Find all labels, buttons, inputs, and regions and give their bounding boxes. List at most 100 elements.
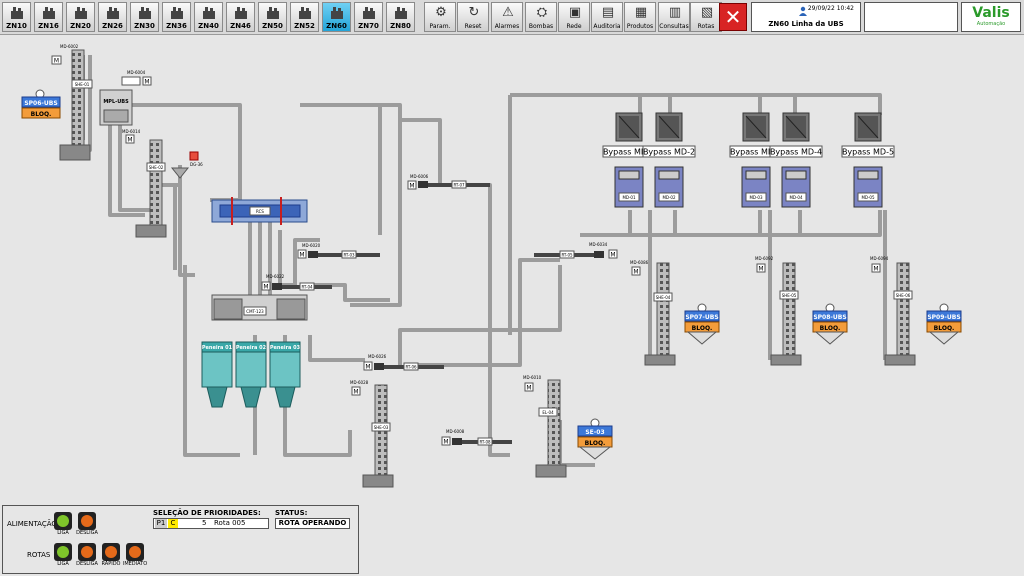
route-rt03[interactable]: MD-6020 M RT-03 (297, 243, 380, 259)
zone-button-zn80[interactable]: ZN80 (386, 2, 415, 32)
silo-se03[interactable]: SE-03 BLOQ. (577, 418, 613, 460)
tool-button-routes[interactable]: ▧Rotas (690, 2, 722, 32)
datetime: 29/09/22 10:42 (807, 5, 854, 12)
elevator-she06[interactable]: SHE-06 MD-6094 M (870, 256, 916, 366)
zone-button-zn30[interactable]: ZN30 (130, 2, 159, 32)
plant-icon (203, 7, 215, 19)
rotas-btns-imediato-button[interactable]: IMEDIATO (123, 543, 147, 567)
sieve-01[interactable]: Peneira 01 (201, 341, 233, 408)
tool-button-query[interactable]: ▥Consultas (658, 2, 690, 32)
tool-button-products[interactable]: ▦Produtos (624, 2, 656, 32)
zone-button-zn46[interactable]: ZN46 (226, 2, 255, 32)
stop-icon (78, 543, 96, 561)
reset-icon: ↻ (468, 5, 480, 20)
zone-button-zn36[interactable]: ZN36 (162, 2, 191, 32)
bypass-md-5[interactable]: Bypass MD-5MD-05 (841, 112, 895, 208)
audit-icon: ▤ (601, 5, 615, 20)
route-rt08[interactable]: MD-6008 M RT-08 (441, 429, 512, 446)
svg-text:MD-6020: MD-6020 (302, 243, 321, 248)
alim-btns-desliga-button[interactable]: DESLIGA (76, 512, 98, 536)
svg-text:MD-6094: MD-6094 (870, 256, 889, 261)
bypass-md-2[interactable]: Bypass MD-2MD-02 (642, 112, 696, 208)
svg-text:RT-08: RT-08 (479, 440, 491, 445)
distributor-cmt[interactable]: CMT-123 (211, 294, 308, 321)
elevator-she05[interactable]: SHE-05 MD-6092 M (755, 256, 802, 366)
zone-label: ZN70 (358, 22, 379, 30)
sieve-03[interactable]: Peneira 03 (269, 341, 301, 408)
tool-label: Reset (464, 23, 482, 30)
svg-text:M: M (263, 284, 268, 291)
products-icon: ▦ (634, 5, 648, 20)
bypass-md-3[interactable]: Bypass MD-3MD-03 (729, 112, 783, 208)
svg-text:RT-03: RT-03 (343, 253, 355, 258)
zone-button-zn16[interactable]: ZN16 (34, 2, 63, 32)
elevator-she02[interactable]: SHE-02 MD-6014 M DG-36 (122, 129, 203, 238)
zone-label: ZN20 (70, 22, 91, 30)
route-rt07[interactable]: MD-6006 M RT-07 (407, 174, 490, 190)
silo-sp08[interactable]: SP08-UBS BLOQ. (812, 303, 848, 345)
zone-button-zn10[interactable]: ZN10 (2, 2, 31, 32)
svg-text:Bypass MD-1: Bypass MD-1 (603, 148, 655, 157)
tool-button-network[interactable]: ▣Rede (558, 2, 590, 32)
plant-icon (171, 7, 183, 19)
rotas-btns-desliga-button[interactable]: DESLIGA (76, 543, 98, 567)
query-icon: ▥ (668, 5, 682, 20)
svg-text:MD-03: MD-03 (749, 195, 763, 200)
priority-selector[interactable]: P1 C 5 Rota 005 (153, 518, 269, 529)
rotas-label: ROTAS (27, 551, 51, 559)
rotas-btns-rápido-button[interactable]: RÁPIDO (101, 543, 121, 567)
svg-text:M: M (353, 389, 358, 396)
tool-button-gear[interactable]: ⚙Param. (424, 2, 456, 32)
rotas-btns-liga-button[interactable]: LIGA (53, 543, 73, 567)
zone-label: ZN26 (102, 22, 123, 30)
bypass-md-4[interactable]: Bypass MD-4MD-04 (769, 112, 823, 208)
svg-text:Peneira 03: Peneira 03 (270, 345, 301, 351)
tool-button-alarm[interactable]: ⚠Alarmes (491, 2, 523, 32)
machine-mpl-ubs[interactable]: MPL-UBS MD-6004 M (99, 70, 152, 126)
zone-button-zn26[interactable]: ZN26 (98, 2, 127, 32)
zone-label: ZN30 (134, 22, 155, 30)
elevator-she01[interactable]: SHE-01 MD-6002 M (51, 44, 93, 161)
svg-text:BLOQ.: BLOQ. (820, 325, 841, 332)
status-title: STATUS: (275, 509, 308, 517)
bypass-md-1[interactable]: Bypass MD-1MD-01 (602, 112, 656, 208)
svg-text:MD-02: MD-02 (662, 195, 676, 200)
route-rt05[interactable]: MD-6034 M RT-05 (534, 242, 618, 259)
zone-button-zn70[interactable]: ZN70 (354, 2, 383, 32)
zone-button-zn52[interactable]: ZN52 (290, 2, 319, 32)
close-button[interactable]: ✕ (719, 3, 747, 31)
zone-label: ZN50 (262, 22, 283, 30)
route-number: 5 (202, 519, 207, 527)
plant-icon (139, 7, 151, 19)
sieve-02[interactable]: Peneira 02 (235, 341, 267, 408)
route-rt06[interactable]: MD-6026 M RT-06 (363, 354, 444, 371)
zone-button-zn50[interactable]: ZN50 (258, 2, 287, 32)
tool-button-pump[interactable]: ⛭Bombas (525, 2, 557, 32)
route-rt04[interactable]: MD-6022 M RT-04 (261, 274, 332, 291)
routes-icon: ▧ (700, 5, 714, 20)
conveyor-rcs[interactable]: RCS (211, 197, 308, 225)
zone-button-zn20[interactable]: ZN20 (66, 2, 95, 32)
svg-text:MD-01: MD-01 (622, 195, 636, 200)
silo-sp06[interactable]: SP06-UBS BLOQ. (21, 89, 61, 119)
svg-text:MD-6002: MD-6002 (60, 44, 79, 49)
svg-text:SP08-UBS: SP08-UBS (813, 314, 846, 321)
status-value: ROTA OPERANDO (275, 518, 350, 529)
alim-btns-liga-button[interactable]: LIGA (53, 512, 73, 536)
svg-text:M: M (443, 439, 448, 446)
zone-button-zn60[interactable]: ZN60 (322, 2, 351, 32)
svg-text:MD-6004: MD-6004 (127, 70, 146, 75)
svg-text:M: M (365, 364, 370, 371)
elevator-she04[interactable]: SHE-04 MD-6086 M (630, 260, 676, 366)
svg-text:MD-6086: MD-6086 (630, 260, 649, 265)
zone-button-zn40[interactable]: ZN40 (194, 2, 223, 32)
priority-flag: C (168, 519, 178, 528)
elevator-she03[interactable]: SHE-03 MD-6028 M (350, 380, 394, 488)
silo-sp07[interactable]: SP07-UBS BLOQ. (684, 303, 720, 345)
svg-text:BLOQ.: BLOQ. (585, 440, 606, 447)
tool-button-audit[interactable]: ▤Auditoria (591, 2, 623, 32)
silo-sp09[interactable]: SP09-UBS BLOQ. (926, 303, 962, 345)
elevator-el04[interactable]: EL-04 MD-6010 M (523, 375, 567, 478)
tool-button-reset[interactable]: ↻ Reset (457, 2, 489, 32)
